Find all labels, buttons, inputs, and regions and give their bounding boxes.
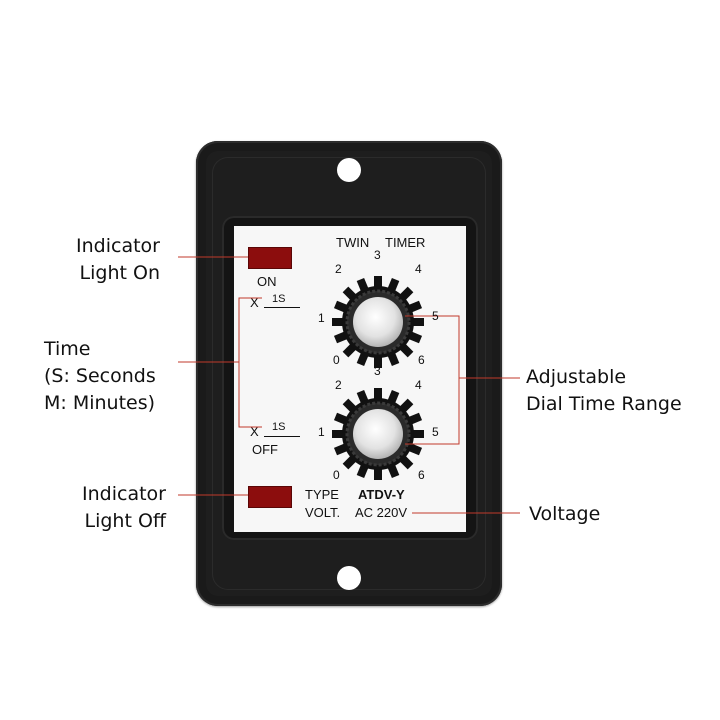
callout-indicator-off: Indicator Light Off	[60, 481, 166, 535]
dial1-scale-1: 1	[318, 311, 325, 325]
indicator-light-off	[248, 486, 292, 508]
volt-value: AC 220V	[355, 505, 408, 520]
volt-label: VOLT.	[305, 505, 341, 520]
title-timer: TIMER	[385, 235, 426, 250]
dial1-scale-3: 3	[374, 248, 381, 262]
callout-line: (S: Seconds	[44, 365, 156, 387]
time-top-unit: 1S	[272, 293, 286, 305]
time-bottom-unit: 1S	[272, 421, 286, 433]
mounting-hole-bottom	[337, 566, 361, 590]
dial2-scale-2: 2	[335, 378, 342, 392]
callout-line: M: Minutes)	[44, 392, 156, 414]
time-bottom-prefix: X	[250, 424, 259, 439]
callout-dial-range: Adjustable Dial Time Range	[526, 364, 682, 418]
mounting-hole-top	[337, 158, 361, 182]
callout-line: Light On	[79, 262, 160, 284]
dial2-scale-5: 5	[432, 425, 439, 439]
leader-lines	[178, 256, 520, 514]
callout-line: Adjustable	[526, 366, 627, 388]
indicator-light-on	[248, 247, 292, 269]
callout-voltage: Voltage	[529, 501, 600, 528]
callout-time: Time (S: Seconds M: Minutes)	[44, 336, 156, 417]
dial1-scale-6: 6	[418, 353, 425, 367]
callout-line: Light Off	[84, 510, 166, 532]
dial2-scale-4: 4	[415, 378, 422, 392]
dial2-scale-1: 1	[318, 425, 325, 439]
dial1-scale-0: 0	[333, 353, 340, 367]
callout-line: Indicator	[76, 235, 160, 257]
callout-line: Dial Time Range	[526, 393, 682, 415]
type-label: TYPE	[305, 487, 339, 502]
time-bottom-underline	[264, 436, 300, 437]
dial2-scale-6: 6	[418, 468, 425, 482]
on-label: ON	[257, 274, 277, 289]
dial1-scale-4: 4	[415, 262, 422, 276]
callout-indicator-on: Indicator Light On	[60, 233, 160, 287]
dial2-scale-0: 0	[333, 468, 340, 482]
on-dial[interactable]	[330, 274, 426, 370]
callout-line: Indicator	[82, 483, 166, 505]
title-twin: TWIN	[336, 235, 370, 250]
dial2-scale-3: 3	[374, 364, 381, 378]
callout-line: Time	[44, 338, 91, 360]
time-top-underline	[264, 307, 300, 308]
time-top-prefix: X	[250, 295, 259, 310]
type-value: ATDV-Y	[358, 487, 405, 502]
dial1-scale-5: 5	[432, 309, 439, 323]
callout-line: Voltage	[529, 503, 601, 525]
off-label: OFF	[252, 442, 278, 457]
off-dial[interactable]	[330, 386, 426, 482]
timer-face-panel	[234, 226, 466, 532]
dial1-scale-2: 2	[335, 262, 342, 276]
